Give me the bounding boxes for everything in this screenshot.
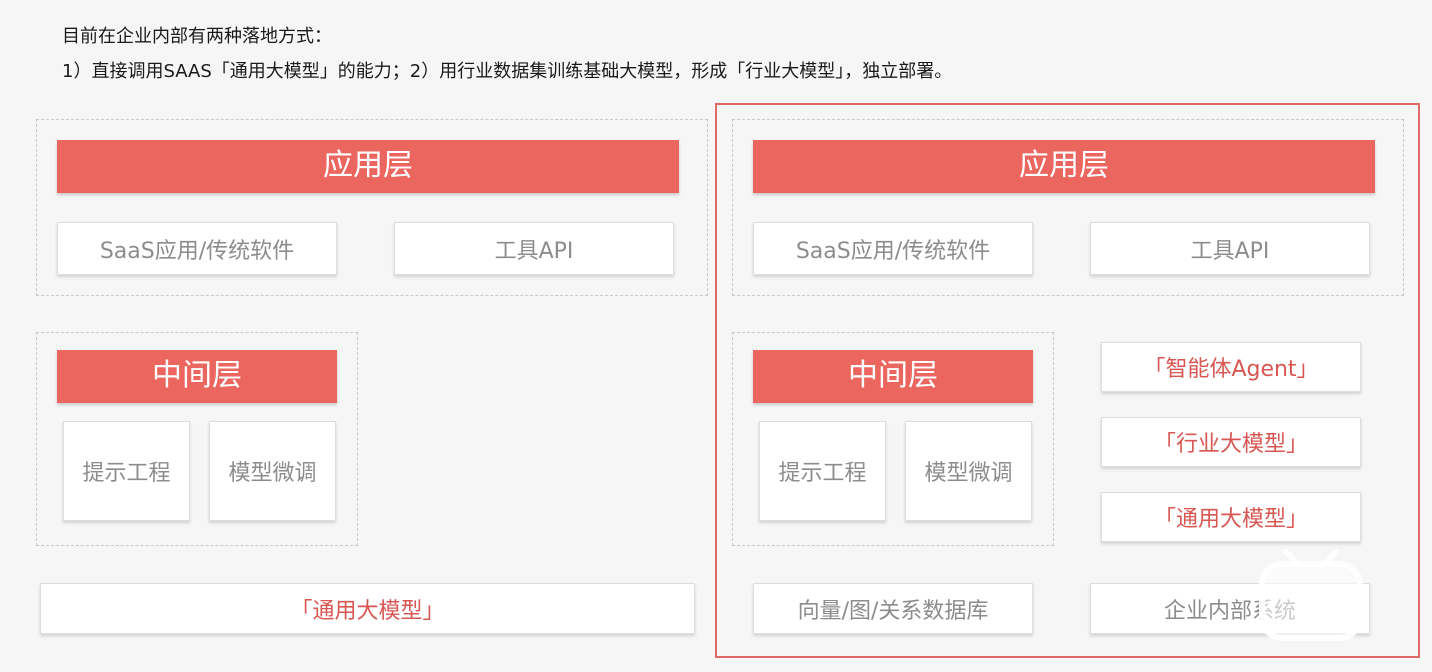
left-general-model-box: 「通用大模型」 (40, 583, 695, 634)
right-agent-box: 「智能体Agent」 (1101, 342, 1361, 392)
right-middle-layer-group (732, 332, 1054, 546)
right-app-layer-group (732, 119, 1404, 296)
tv-play-icon (1259, 549, 1363, 641)
left-middle-layer-title: 中间层 (57, 350, 337, 403)
right-middle-layer-title: 中间层 (753, 350, 1033, 403)
right-highlight-frame (715, 103, 1420, 658)
right-app-layer-title: 应用层 (753, 140, 1375, 193)
left-app-layer-group (36, 119, 708, 296)
left-app-layer-title: 应用层 (57, 140, 679, 193)
right-tool-api-box: 工具API (1090, 222, 1370, 275)
right-prompt-engineering-box: 提示工程 (759, 421, 886, 521)
left-prompt-engineering-box: 提示工程 (63, 421, 190, 521)
right-general-model-box: 「通用大模型」 (1101, 492, 1361, 542)
left-saas-box: SaaS应用/传统软件 (57, 222, 337, 275)
right-vector-db-box: 向量/图/关系数据库 (753, 583, 1033, 634)
right-industry-model-box: 「行业大模型」 (1101, 417, 1361, 467)
heading-line-1: 目前在企业内部有两种落地方式： (62, 26, 332, 47)
heading-line-2: 1）直接调用SAAS「通用大模型」的能力；2）用行业数据集训练基础大模型，形成「… (62, 61, 953, 82)
right-saas-box: SaaS应用/传统软件 (753, 222, 1033, 275)
left-tool-api-box: 工具API (394, 222, 674, 275)
left-finetune-box: 模型微调 (209, 421, 336, 521)
left-middle-layer-group (36, 332, 358, 546)
right-finetune-box: 模型微调 (905, 421, 1032, 521)
